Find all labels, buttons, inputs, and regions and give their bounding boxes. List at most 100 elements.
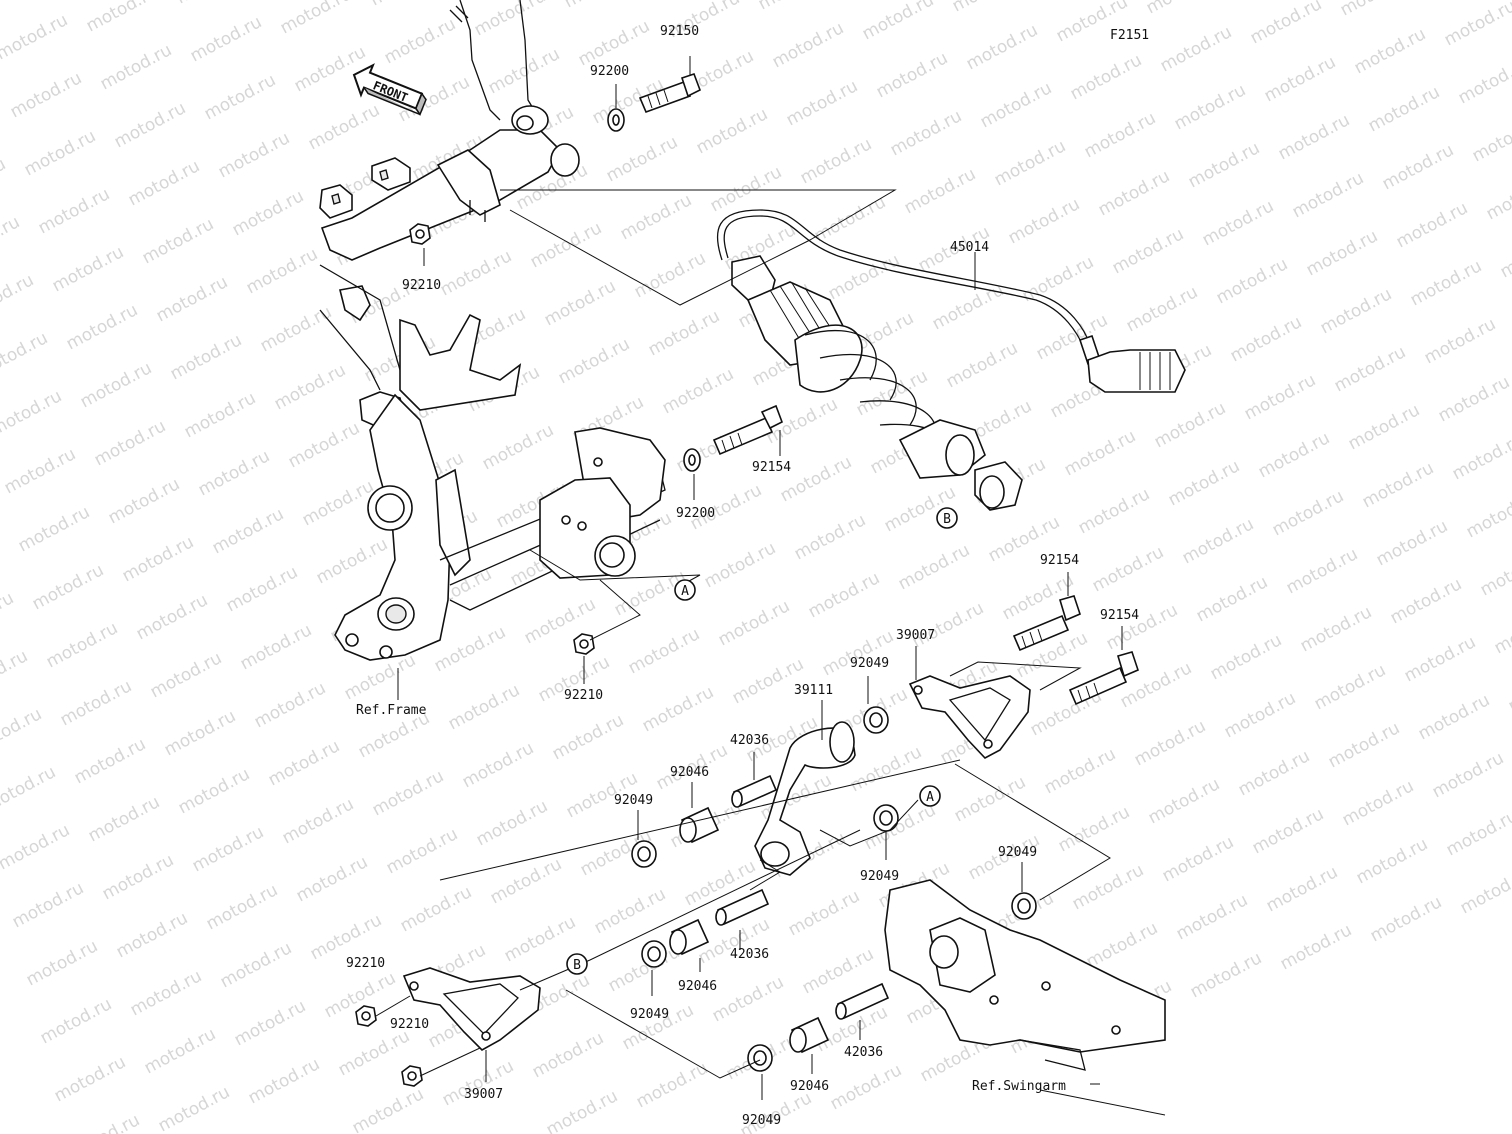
- part-number-label: 42036: [730, 733, 769, 748]
- watermark-text: motod.ru: [799, 944, 877, 998]
- part-number-label: 92210: [564, 688, 603, 703]
- watermark-text: motod.ru: [1187, 948, 1265, 1002]
- watermark-text: motod.ru: [701, 538, 779, 592]
- watermark-text: motod.ru: [1387, 574, 1465, 628]
- watermark-text: motod.ru: [1269, 486, 1347, 540]
- watermark-text: motod.ru: [51, 1052, 129, 1106]
- watermark-text: motod.ru: [819, 626, 897, 680]
- part-number-label: 92046: [670, 765, 709, 780]
- watermark-text: motod.ru: [1283, 544, 1361, 598]
- watermark-text: motod.ru: [57, 676, 135, 730]
- watermark-text: motod.ru: [1497, 228, 1512, 282]
- watermark-text: motod.ru: [951, 772, 1029, 826]
- watermark-text: motod.ru: [1421, 314, 1499, 368]
- watermark-text: motod.ru: [279, 794, 357, 848]
- watermark-text: motod.ru: [805, 568, 883, 622]
- watermark-text: motod.ru: [1505, 662, 1512, 716]
- watermark-text: motod.ru: [575, 16, 653, 70]
- watermark-text: motod.ru: [305, 100, 383, 154]
- watermark-text: motod.ru: [209, 504, 287, 558]
- watermark-text: motod.ru: [105, 474, 183, 528]
- watermark-text: motod.ru: [299, 476, 377, 530]
- watermark-text: motod.ru: [549, 710, 627, 764]
- watermark-text: motod.ru: [1407, 256, 1485, 310]
- swingarm: [884, 879, 1166, 1071]
- watermark-text: motod.ru: [265, 736, 343, 790]
- watermark-text: motod.ru: [1337, 0, 1415, 20]
- watermark-text: motod.ru: [783, 76, 861, 130]
- watermark-text: motod.ru: [529, 1028, 607, 1082]
- needle-bearings-92046: [669, 806, 830, 1054]
- watermark-text: motod.ru: [37, 994, 115, 1048]
- watermark-text: motod.ru: [349, 1084, 427, 1134]
- watermark-text: motod.ru: [603, 132, 681, 186]
- watermark-text: motod.ru: [0, 270, 37, 324]
- nut-92210-top: [409, 223, 431, 245]
- watermark-text: motod.ru: [0, 328, 51, 382]
- watermark-text: motod.ru: [543, 1086, 621, 1134]
- watermark-text: motod.ru: [437, 246, 515, 300]
- watermark-text: motod.ru: [1477, 546, 1512, 600]
- watermark-text: motod.ru: [215, 128, 293, 182]
- part-number-label: 92210: [390, 1017, 429, 1032]
- watermark-text: motod.ru: [1207, 630, 1285, 684]
- watermark-text: motod.ru: [133, 590, 211, 644]
- watermark-text: motod.ru: [1083, 918, 1161, 972]
- watermark-text: motod.ru: [1359, 458, 1437, 512]
- watermark-text: motod.ru: [1457, 864, 1512, 918]
- watermark-text: motod.ru: [1353, 834, 1431, 888]
- watermark-text: motod.ru: [1469, 112, 1512, 166]
- rocker-arm-39111: [754, 721, 856, 876]
- marker-b-lower: B: [566, 953, 588, 975]
- watermark-text: motod.ru: [23, 936, 101, 990]
- watermark-text: motod.ru: [909, 598, 987, 652]
- part-number-label: 42036: [844, 1045, 883, 1060]
- watermark-text: motod.ru: [0, 530, 3, 584]
- watermark-text: motod.ru: [825, 250, 903, 304]
- watermark-text: motod.ru: [125, 156, 203, 210]
- watermark-text: motod.ru: [853, 366, 931, 420]
- watermark-text: motod.ru: [43, 618, 121, 672]
- watermark-text: motod.ru: [873, 48, 951, 102]
- figure-code: F2151: [1110, 28, 1149, 43]
- watermark-text: motod.ru: [991, 136, 1069, 190]
- watermark-text: motod.ru: [1143, 0, 1221, 18]
- watermark-text: motod.ru: [0, 386, 65, 440]
- nuts-92210-lower: [355, 1005, 423, 1087]
- watermark-text: motod.ru: [397, 882, 475, 936]
- watermark-text: motod.ru: [111, 98, 189, 152]
- watermark-text: motod.ru: [625, 624, 703, 678]
- watermark-text: motod.ru: [709, 972, 787, 1026]
- watermark-text: motod.ru: [1263, 862, 1341, 916]
- watermark-text: motod.ru: [127, 966, 205, 1020]
- watermark-text: motod.ru: [195, 446, 273, 500]
- watermark-text: motod.ru: [1061, 426, 1139, 480]
- watermark-text: motod.ru: [1151, 398, 1229, 452]
- watermark-text: motod.ru: [895, 540, 973, 594]
- watermark-text: motod.ru: [257, 302, 335, 356]
- part-number-label: 92049: [998, 845, 1037, 860]
- watermark-text: motod.ru: [1221, 688, 1299, 742]
- watermark-text: motod.ru: [1449, 430, 1512, 484]
- watermark-text: motod.ru: [659, 364, 737, 418]
- watermark-text: motod.ru: [21, 126, 99, 180]
- watermark-text: motod.ru: [487, 854, 565, 908]
- watermark-text: motod.ru: [639, 682, 717, 736]
- watermark-text: motod.ru: [1075, 484, 1153, 538]
- watermark-text: motod.ru: [0, 704, 45, 758]
- ref-swingarm-label: Ref.Swingarm: [972, 1079, 1066, 1094]
- part-number-label: 42036: [730, 947, 769, 962]
- washer-92200-top: [607, 108, 625, 132]
- watermark-text: motod.ru: [97, 40, 175, 94]
- watermark-text: motod.ru: [29, 560, 107, 614]
- watermark-text: motod.ru: [0, 10, 71, 64]
- watermark-text: motod.ru: [707, 162, 785, 216]
- watermark-text: motod.ru: [71, 734, 149, 788]
- watermark-text: motod.ru: [243, 244, 321, 298]
- watermark-text: motod.ru: [161, 706, 239, 760]
- watermark-text: motod.ru: [63, 300, 141, 354]
- watermark-text: motod.ru: [1275, 110, 1353, 164]
- watermark-text: motod.ru: [729, 654, 807, 708]
- watermark-text: motod.ru: [1491, 604, 1512, 658]
- watermark-text: motod.ru: [1081, 108, 1159, 162]
